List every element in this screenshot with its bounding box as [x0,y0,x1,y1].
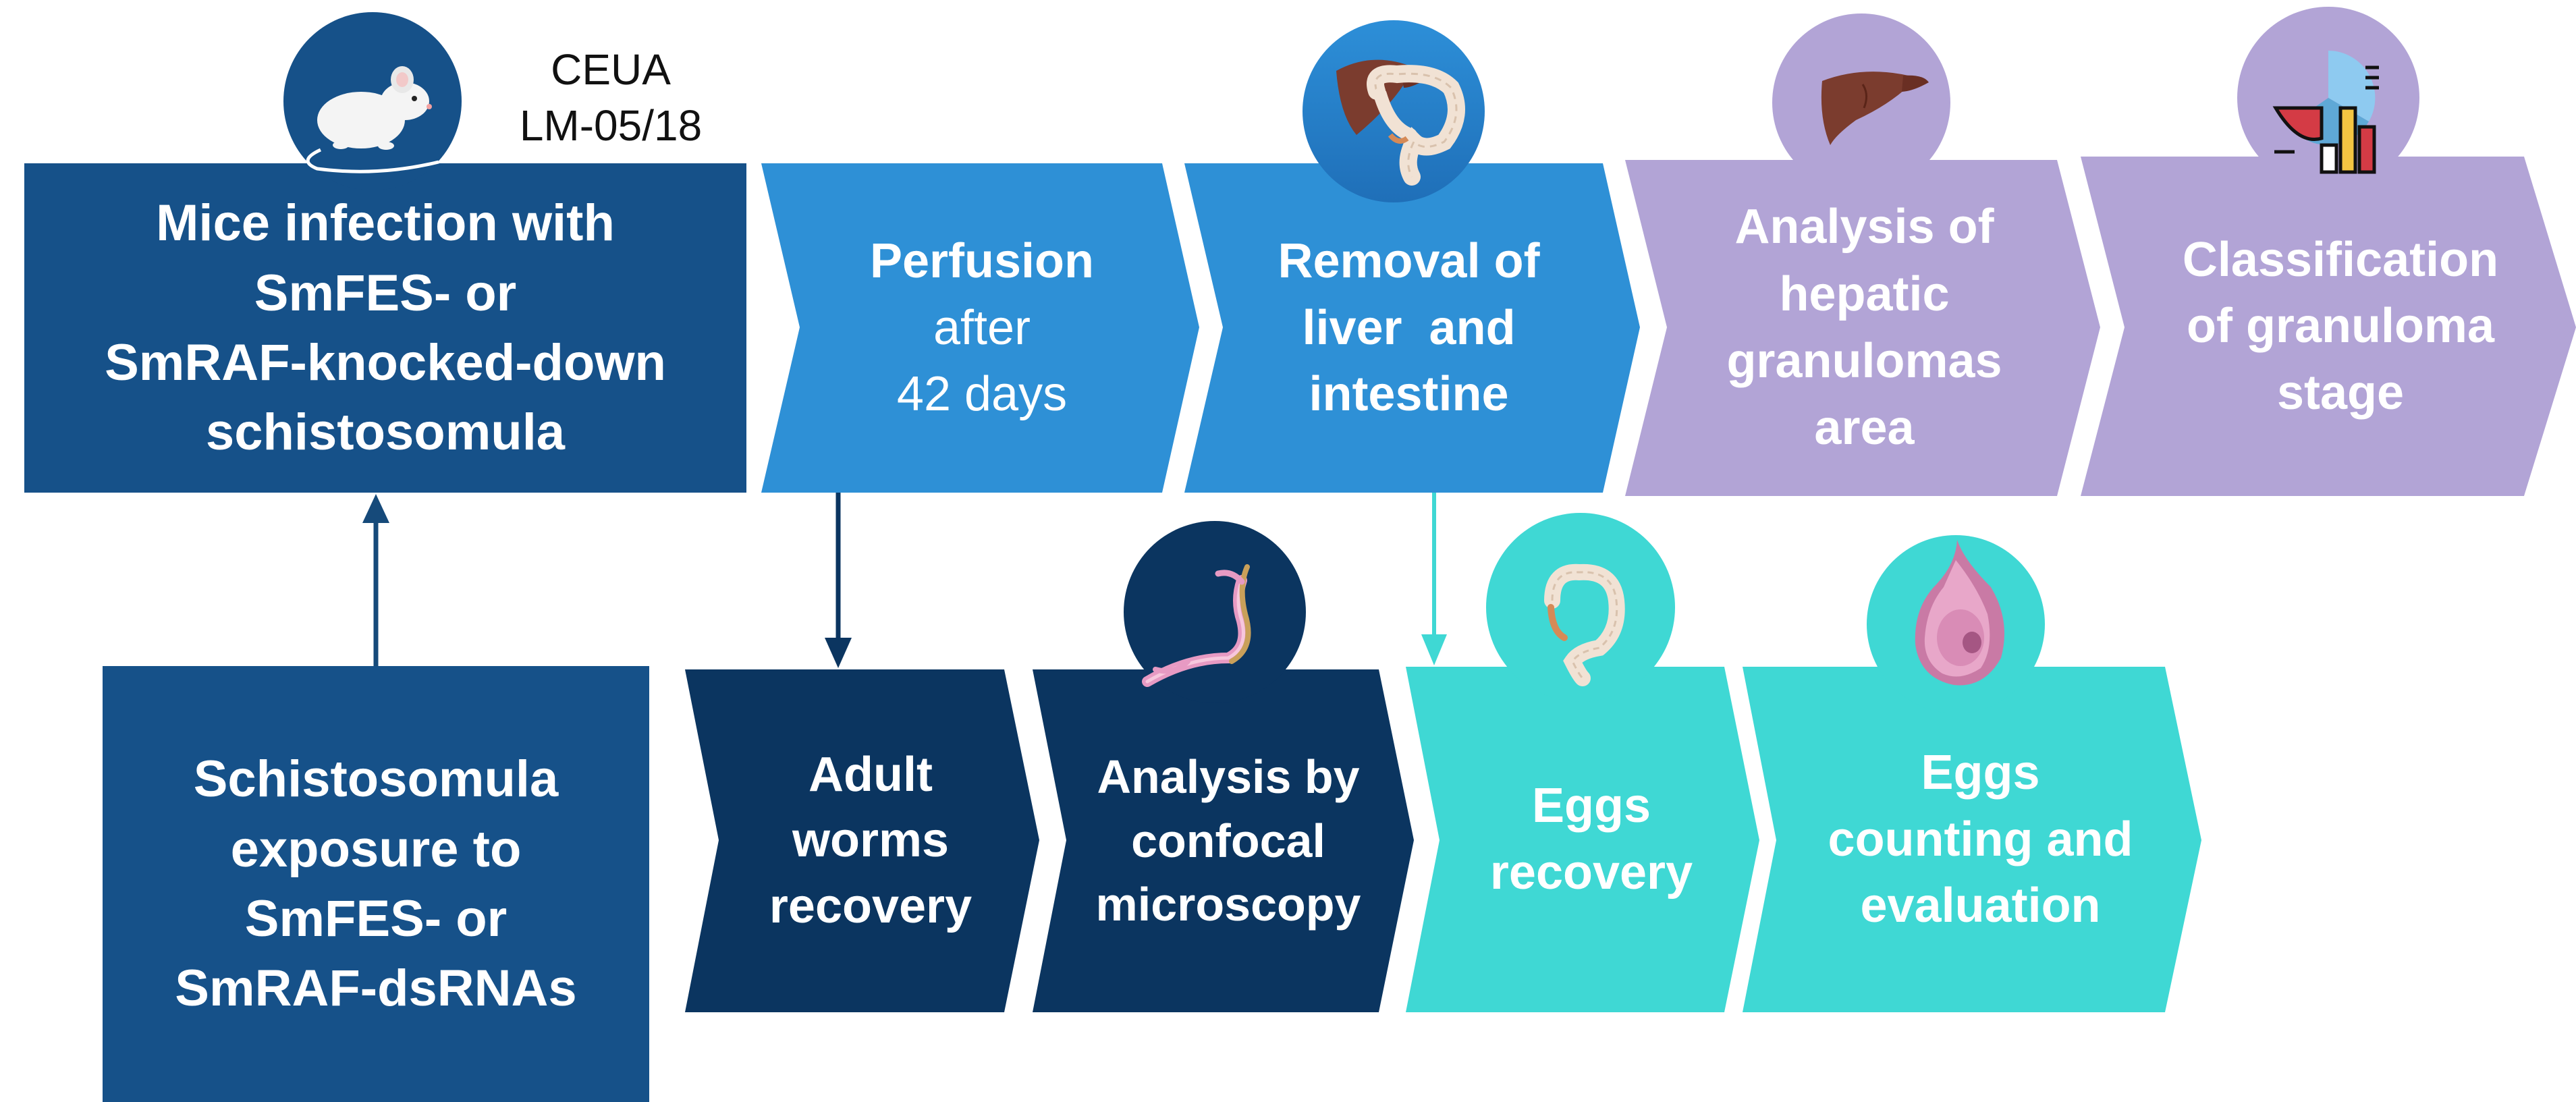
eggs-counting-label: Eggs counting and evaluation [1828,746,2133,933]
hepatic-analysis-label: Analysis of hepatic granulomas area [1726,200,2002,456]
ceua-label: CEUA [551,45,671,94]
intestine-icon [1486,513,1675,702]
egg-icon [1867,535,2045,713]
exposure-label: Schistosomula exposure to SmFES- or SmRA… [175,750,577,1018]
eggs-counting-chevron [1743,667,2201,1012]
removal-chevron [1184,163,1640,493]
removal-label: Removal of liver and intestine [1278,234,1540,422]
liver-icon [1772,13,1950,192]
adult-worms-label: Adult worms recovery [769,748,972,933]
classification-chevron [2081,157,2576,496]
arrow-down-perfusion-to-adult-worms [825,493,852,668]
confocal-chevron [1033,669,1414,1012]
perfusion-chevron [761,163,1199,493]
ceua-approval-label: CEUA LM-05/18 [499,42,722,154]
chart-icon [2237,7,2419,189]
mouse-icon [283,12,462,190]
classification-label: Classification of granuloma stage [2182,232,2499,420]
adult-worms-chevron [685,669,1039,1012]
confocal-label: Analysis by confocal microscopy [1095,750,1361,931]
eggs-recovery-label: Eggs recovery [1489,779,1693,900]
ceua-protocol-number: LM-05/18 [519,101,703,150]
arrow-down-removal-to-eggs-recovery [1421,493,1447,665]
worm-icon [1124,521,1306,703]
hepatic-analysis-chevron [1625,160,2100,496]
mice-infection-box [24,163,746,493]
liver-intestine-icon [1303,20,1485,202]
arrow-up-exposure-to-infection [362,494,389,666]
exposure-box [103,666,649,1102]
mice-infection-label: Mice infection with SmFES- or SmRAF-knoc… [105,194,666,462]
eggs-recovery-chevron [1406,667,1759,1012]
perfusion-label: Perfusion after 42 days [869,234,1095,422]
